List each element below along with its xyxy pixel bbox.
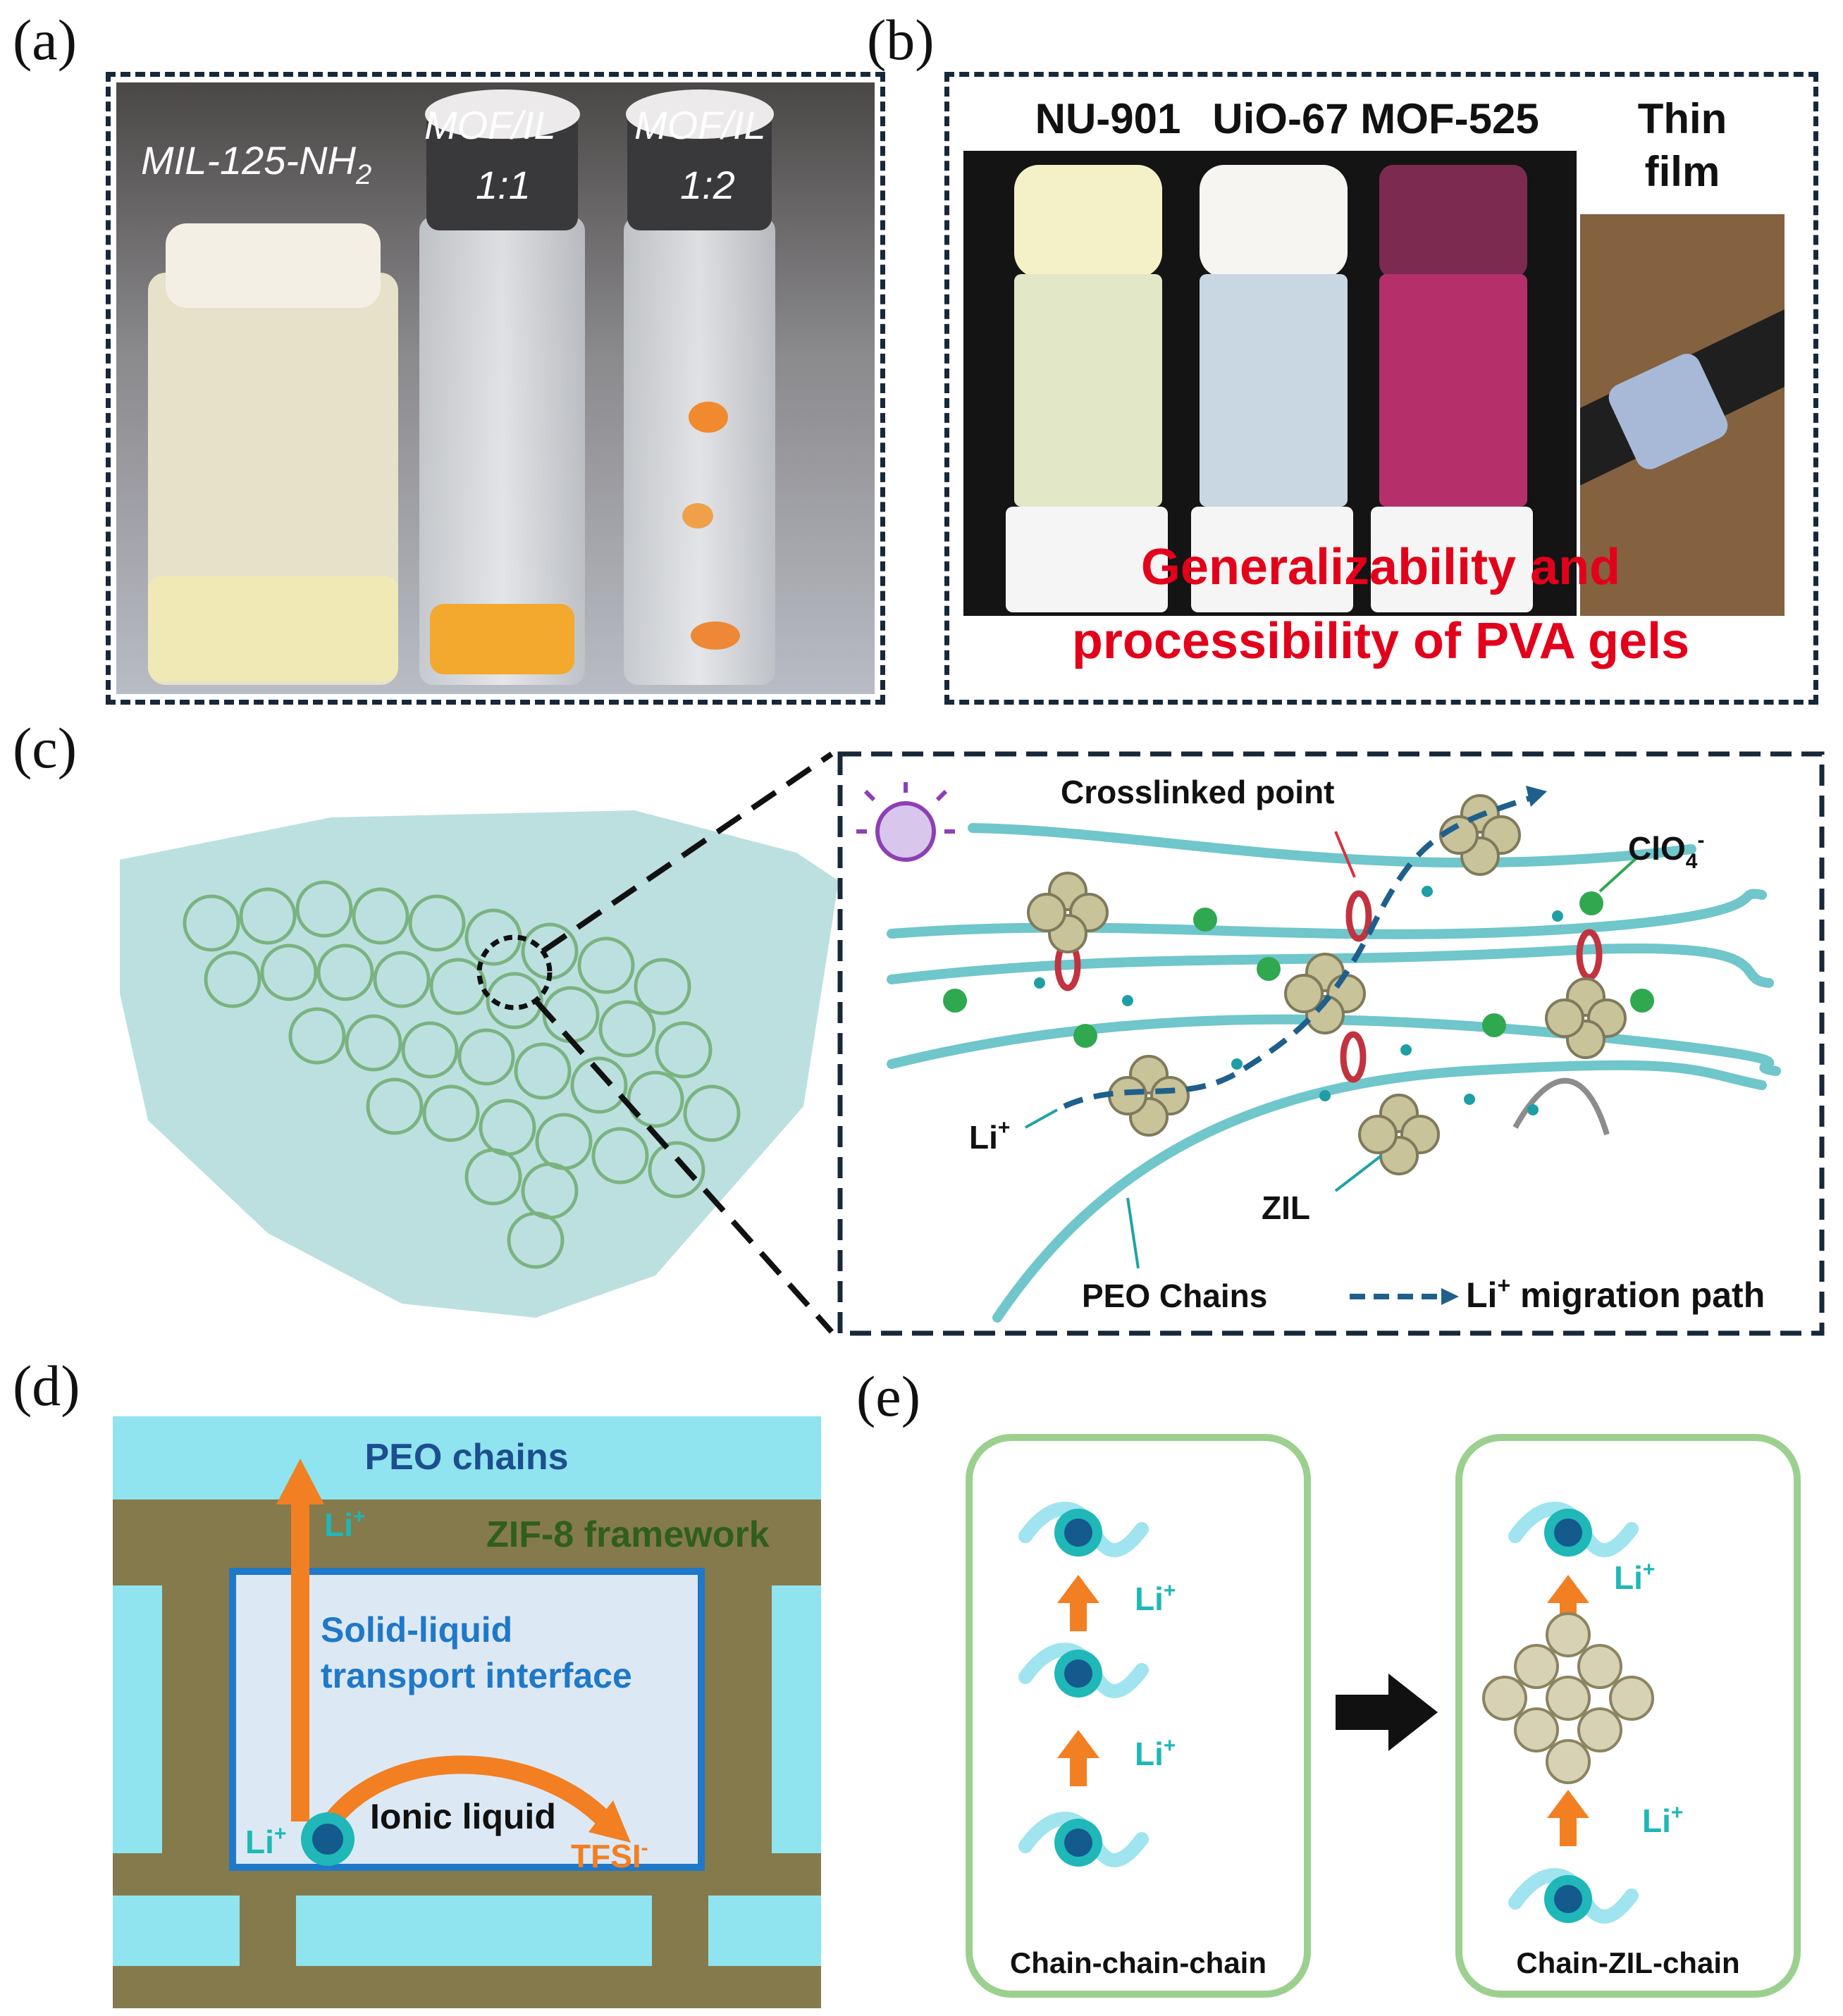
vial-mof-il-1-2 — [624, 216, 775, 685]
panel-c-content: Crosslinked point ClO4- Li+ ZIL PEO Chai… — [120, 751, 1825, 1336]
li-migration-path — [1063, 793, 1538, 1109]
panel-label-d: (d) — [13, 1354, 80, 1418]
sample-mof525: MOF-525 — [1360, 95, 1539, 142]
sample-uio67: UiO-67 — [1212, 95, 1348, 142]
li-label-right-2: Li+ — [1642, 1801, 1683, 1839]
tfsi-curve-arrow — [316, 1755, 613, 1838]
zil-clusters — [1027, 794, 1627, 1175]
panel-d-diagram: PEO chains ZIF-8 framework Li+ Solid-liq… — [113, 1416, 821, 2008]
panel-label-b: (b) — [867, 8, 935, 72]
zoom-circle — [476, 934, 553, 1010]
zif-framework — [113, 1499, 821, 1549]
mof-cluster — [183, 880, 741, 1269]
li-top-label: Li+ — [324, 1505, 365, 1543]
label-mof-il-1: MOF/IL — [424, 103, 556, 147]
zil-label: ZIL — [1262, 1189, 1310, 1226]
label-ratio-1-2: 1:2 — [680, 163, 735, 207]
li-label-left-2: Li+ — [1135, 1734, 1176, 1772]
light-bulb-icon — [856, 782, 955, 862]
crosslinked-point-label: Crosslinked point — [1061, 774, 1334, 810]
ionic-liquid-label: Ionic liquid — [370, 1797, 556, 1836]
chain-chain-chain-box — [966, 1434, 1311, 1998]
zif-framework-label: ZIF-8 framework — [486, 1514, 770, 1555]
migration-legend-label: Li+ migration path — [1466, 1273, 1765, 1315]
right-caption: Chain-ZIL-chain — [1516, 1946, 1739, 1979]
clo4-label: ClO4- — [1628, 829, 1704, 873]
panel-b-frame — [944, 72, 1818, 705]
interface-line1: Solid-liquid — [321, 1610, 512, 1650]
peo-chains-label: PEO chains — [365, 1437, 569, 1478]
label-ratio-1-1: 1:1 — [476, 163, 531, 207]
li-bottom-label: Li+ — [245, 1822, 286, 1860]
solid-liquid-interface — [229, 1568, 705, 1871]
panel-label-e: (e) — [856, 1364, 921, 1428]
clo4-ions — [943, 891, 1654, 1048]
li-ions — [1034, 886, 1563, 1115]
zil-cluster-icon — [1482, 1612, 1654, 1784]
peo-chains-label: PEO Chains — [1082, 1278, 1267, 1314]
tfsi-label: TFSI- — [571, 1836, 648, 1874]
panel-e-diagram: Li+ Li+ Li+ Li+ Chain-chain-chain Chain-… — [966, 1434, 1801, 1998]
caption-line2: processibility of PVA gels — [1072, 613, 1689, 669]
panel-a-frame — [106, 72, 885, 705]
li-up-arrow — [276, 1459, 324, 1504]
transition-arrow — [1388, 1674, 1438, 1751]
vial-photos — [963, 151, 1577, 616]
label-mil125: MIL-125-NH2 — [141, 138, 371, 190]
vial-mof-il-1-1 — [419, 216, 585, 685]
panel-b-content: NU-901 UiO-67 MOF-525 Thin film Generali… — [963, 95, 1785, 669]
thin-film-photo — [1580, 214, 1785, 616]
panel-a-photo: MIL-125-NH2 MOF/IL 1:1 MOF/IL 1:2 — [116, 82, 875, 694]
label-mof-il-2: MOF/IL — [634, 103, 766, 147]
caption-line1: Generalizability and — [1141, 539, 1620, 595]
panel-label-a: (a) — [13, 8, 78, 72]
left-caption: Chain-chain-chain — [1010, 1946, 1266, 1979]
panel-label-c: (c) — [13, 716, 78, 780]
li-label-right-1: Li+ — [1614, 1558, 1655, 1596]
li-label: Li+ — [969, 1116, 1010, 1156]
li-label-left-1: Li+ — [1135, 1579, 1176, 1617]
gel-block — [120, 810, 839, 1318]
thin-label: Thin — [1638, 95, 1727, 142]
interface-line2: transport interface — [321, 1656, 632, 1695]
film-label: film — [1645, 148, 1720, 195]
sample-nu901: NU-901 — [1035, 95, 1181, 142]
